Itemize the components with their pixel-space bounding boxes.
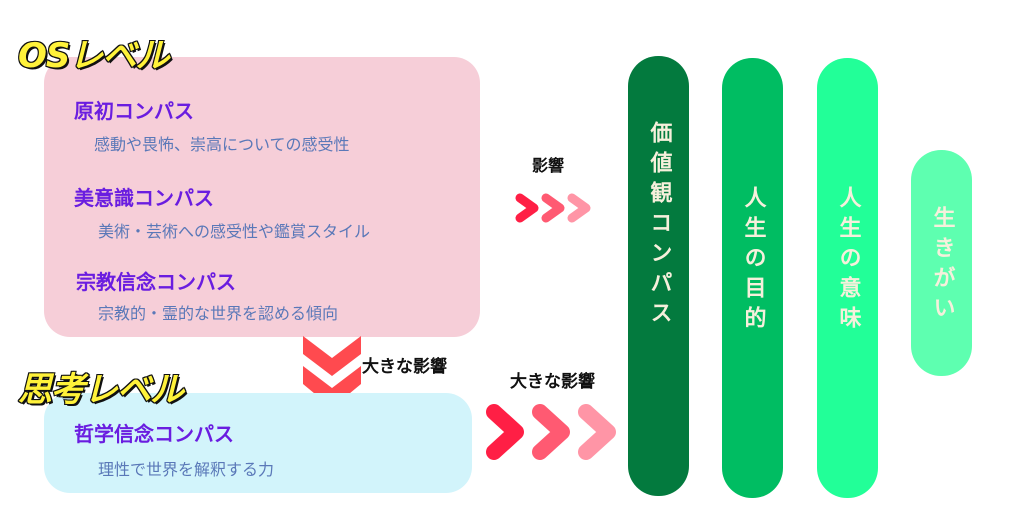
- philosophy-compass-description: 理性で世界を解釈する力: [98, 460, 275, 479]
- thinking-level-label: 思考レベル: [17, 369, 185, 411]
- pillar-life-meaning-label: 人生の意味: [835, 186, 861, 336]
- os-to-values-label: 影響: [532, 156, 565, 175]
- pillar-life-meaning: 人生の意味: [817, 58, 878, 498]
- large-triple-chevron-arrow-icon: [486, 404, 616, 460]
- pillar-values-compass-label: 価値観コンパス: [646, 121, 672, 331]
- os-level-box: [44, 57, 480, 337]
- pillar-values-compass: 価値観コンパス: [628, 56, 689, 496]
- thinking-level-box: [44, 393, 472, 493]
- religious-compass-title: 宗教信念コンパス: [76, 270, 236, 294]
- primal-compass-title: 原初コンパス: [74, 99, 194, 123]
- thinking-to-values-label: 大きな影響: [510, 372, 595, 392]
- aesthetic-compass-title: 美意識コンパス: [74, 186, 214, 210]
- os-level-label: OSレベル: [17, 35, 170, 77]
- triple-chevron-arrow-icon: [515, 193, 591, 223]
- os-to-thinking-label: 大きな影響: [362, 357, 447, 377]
- religious-compass-description: 宗教的・霊的な世界を認める傾向: [98, 304, 339, 323]
- primal-compass-description: 感動や畏怖、崇高についての感受性: [94, 135, 350, 154]
- philosophy-compass-title: 哲学信念コンパス: [74, 422, 234, 446]
- pillar-ikigai-label: 生きがい: [929, 206, 955, 326]
- pillar-life-purpose: 人生の目的: [722, 58, 783, 498]
- pillar-ikigai: 生きがい: [911, 150, 972, 376]
- pillar-life-purpose-label: 人生の目的: [740, 186, 766, 336]
- aesthetic-compass-description: 美術・芸術への感受性や鑑賞スタイル: [98, 222, 371, 241]
